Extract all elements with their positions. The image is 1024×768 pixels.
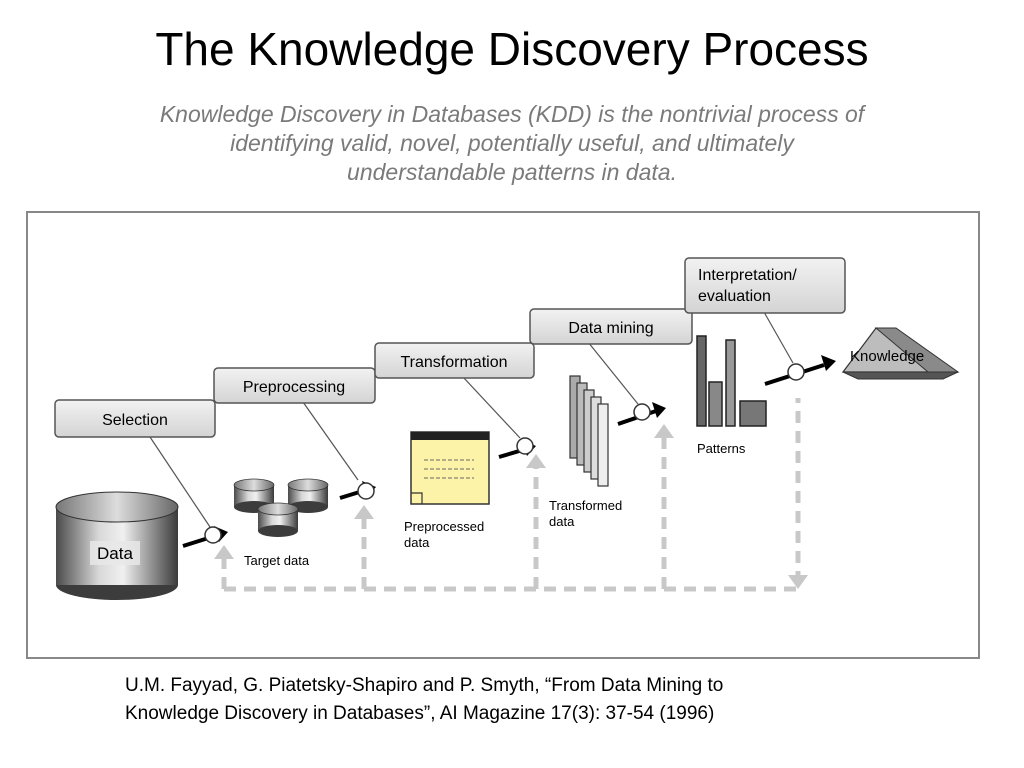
transformed-data-icon [569, 375, 609, 487]
step-interpretation-label-2: evaluation [698, 288, 771, 305]
junction-circle [633, 403, 651, 421]
citation-line-1: U.M. Fayyad, G. Piatetsky-Shapiro and P.… [125, 675, 724, 696]
target-data-icon [233, 478, 329, 537]
preprocessed-data-icon [410, 431, 490, 505]
slide-subtitle: Knowledge Discovery in Databases (KDD) i… [159, 101, 865, 185]
step-selection-label: Selection [102, 412, 168, 429]
data-label: Data [97, 544, 133, 563]
citation-line-2: Knowledge Discovery in Databases”, AI Ma… [125, 703, 715, 724]
leader-line [149, 436, 211, 528]
transformed-data-label-2: data [549, 514, 575, 529]
feedback-loop [221, 398, 801, 592]
step-data-mining-label: Data mining [568, 320, 653, 337]
leader-lines [149, 311, 794, 528]
feedback-arrowhead [354, 505, 374, 519]
step-interpretation-label-1: Interpretation/ [698, 267, 797, 284]
kdd-diagram-svg: Selection Preprocessing Transformation D… [54, 257, 960, 600]
feedback-main-line [224, 398, 801, 592]
target-data-label: Target data [244, 553, 310, 568]
feedback-arrowhead-down [788, 575, 808, 589]
leader-line [587, 341, 639, 405]
junction-circle [204, 526, 222, 544]
step-preprocessing: Preprocessing [213, 367, 376, 404]
feedback-arrowheads [214, 424, 808, 589]
transformed-data-label-1: Transformed [549, 498, 622, 513]
kdd-diagram: Selection Preprocessing Transformation D… [26, 211, 980, 659]
feedback-arrowhead [654, 424, 674, 438]
feedback-arrowhead [214, 545, 234, 559]
flow-arrowhead [652, 402, 666, 418]
patterns-icon [696, 335, 767, 427]
preprocessed-data-label-2: data [404, 535, 430, 550]
step-transformation: Transformation [374, 342, 535, 379]
junction-circles [204, 363, 805, 544]
step-data-mining: Data mining [529, 308, 693, 345]
preprocessed-data-label-1: Preprocessed [404, 519, 484, 534]
feedback-arrowhead [526, 454, 546, 468]
patterns-label: Patterns [697, 441, 746, 456]
junction-circle [787, 363, 805, 381]
step-transformation-label: Transformation [401, 354, 508, 371]
citation: U.M. Fayyad, G. Piatetsky-Shapiro and P.… [125, 672, 925, 728]
leader-line [462, 376, 521, 439]
data-cylinder: Data [55, 491, 179, 600]
slide-title: The Knowledge Discovery Process [155, 23, 869, 75]
flow-arrowhead [821, 355, 836, 371]
step-interpretation: Interpretation/ evaluation [684, 257, 846, 314]
junction-circle [516, 437, 534, 455]
step-preprocessing-label: Preprocessing [243, 379, 345, 396]
step-selection: Selection [54, 399, 216, 438]
knowledge-icon [841, 327, 960, 380]
knowledge-label: Knowledge [850, 348, 924, 365]
junction-circle [357, 482, 375, 500]
leader-line [763, 311, 794, 364]
leader-line [302, 401, 359, 481]
